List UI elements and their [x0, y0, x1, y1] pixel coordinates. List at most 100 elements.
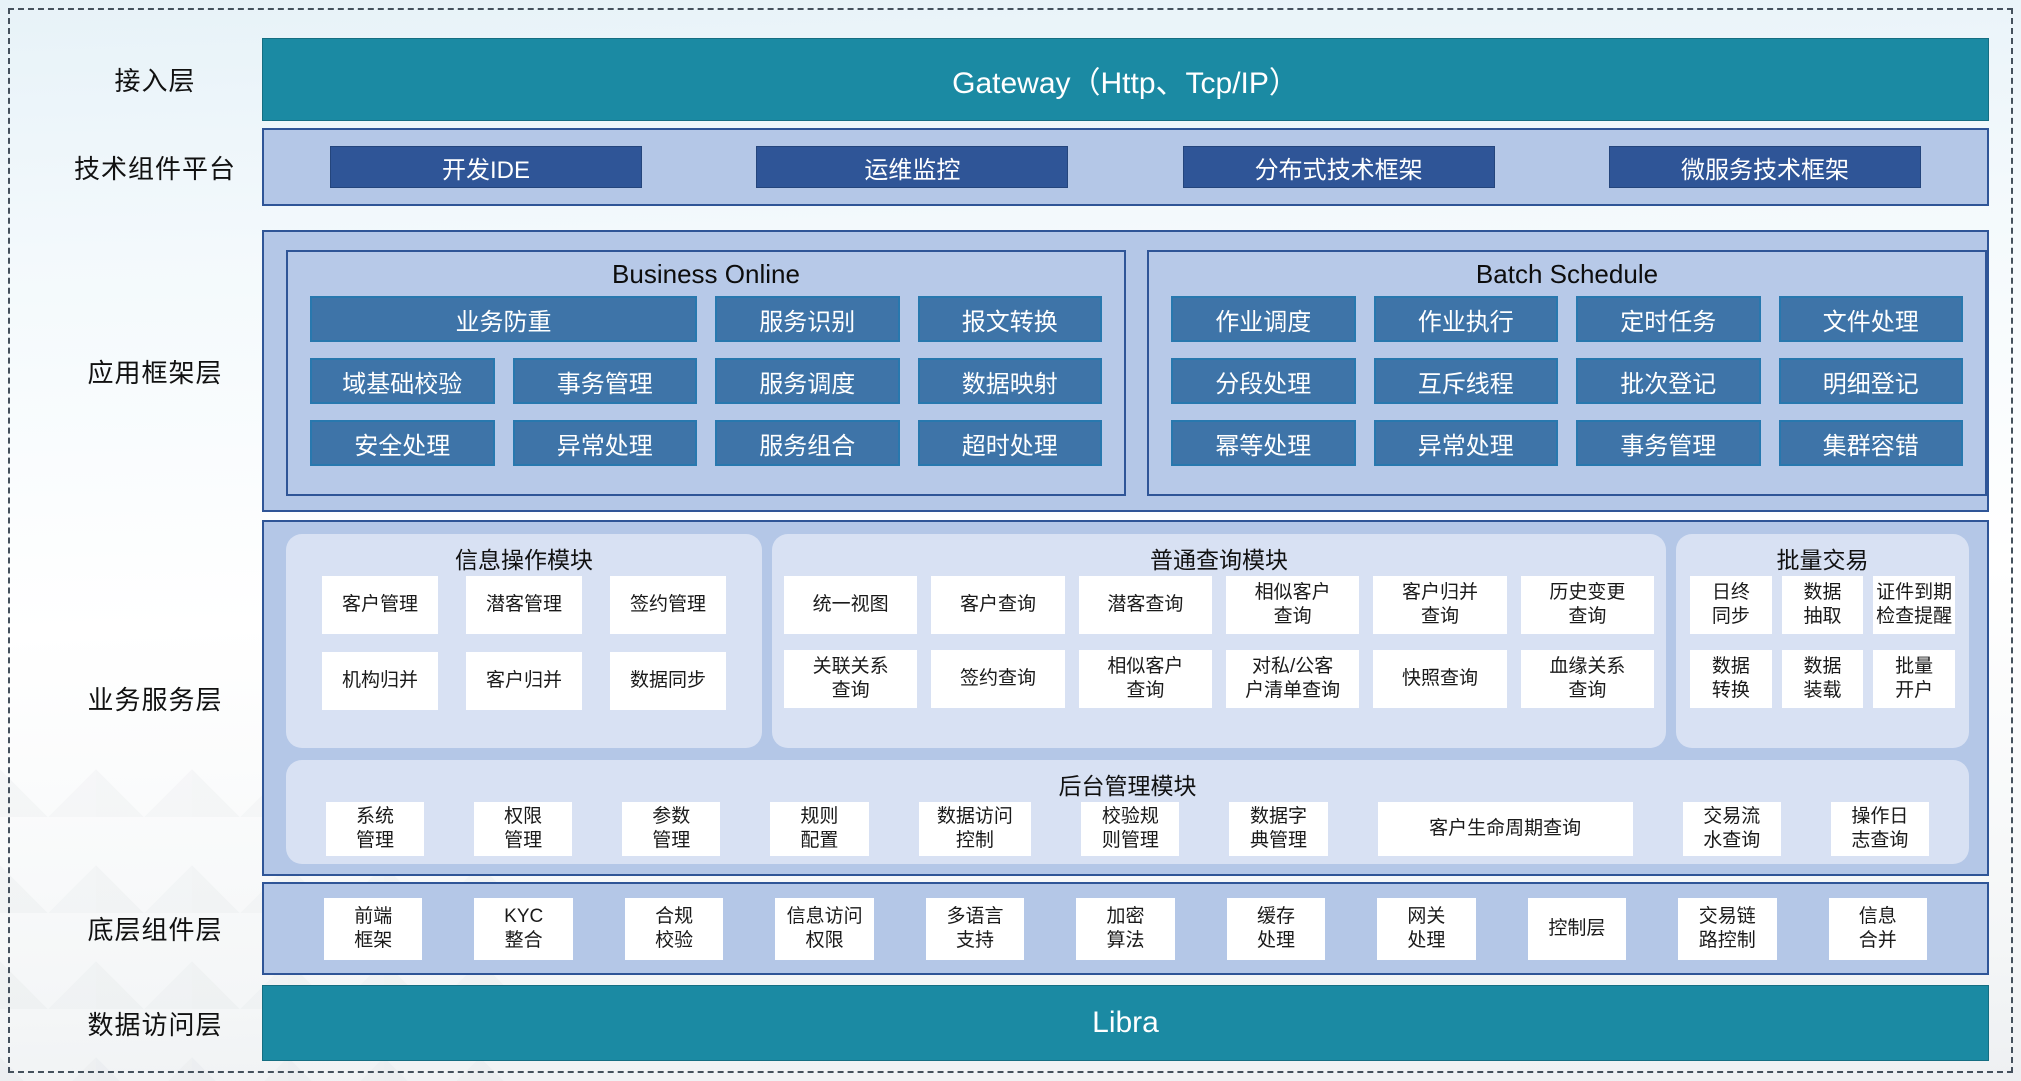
base-component-box: 控制层	[1527, 898, 1627, 960]
admin-module-box: 规则 配置	[770, 802, 869, 856]
admin-module-box: 校验规 则管理	[1081, 802, 1180, 856]
batch-schedule-box: 定时任务	[1576, 296, 1761, 342]
layer-label-app-framework: 应用框架层	[87, 357, 223, 388]
batch-trade-box: 数据 转换	[1690, 650, 1772, 708]
query-module-box: 关联关系 查询	[784, 650, 918, 708]
base-component-box: 合规 校验	[624, 898, 724, 960]
query-module-box: 客户查询	[931, 576, 1065, 634]
admin-module-title: 后台管理模块	[1058, 773, 1197, 799]
admin-module-box: 操作日 志查询	[1830, 802, 1929, 856]
query-module-box: 潜客查询	[1078, 576, 1212, 634]
batch-trade-box: 证件到期 检查提醒	[1873, 576, 1955, 634]
tech-platform-box: 运维监控	[756, 146, 1069, 188]
layer-label-data-access: 数据访问层	[87, 1009, 223, 1040]
business-online-box: 数据映射	[917, 358, 1102, 404]
query-module-box: 统一视图	[784, 576, 918, 634]
base-component-box: 交易链 路控制	[1678, 898, 1777, 960]
batch-schedule-box: 异常处理	[1373, 420, 1558, 466]
batch-trade-title: 批量交易	[1776, 547, 1869, 573]
business-online-box: 服务调度	[715, 358, 900, 404]
business-online-box: 服务识别	[715, 296, 900, 342]
admin-module-grid: 系统 管理权限 管理参数 管理规则 配置数据访问 控制校验规 则管理数据字 典管…	[286, 802, 1969, 856]
query-module-box: 签约查询	[931, 650, 1065, 708]
batch-schedule-box: 事务管理	[1576, 420, 1761, 466]
layer-label-access: 接入层	[114, 66, 196, 96]
layer-label-business-service: 业务服务层	[87, 684, 223, 715]
info-operation-grid: 客户管理潜客管理签约管理机构归并客户归并数据同步	[286, 576, 762, 710]
batch-schedule-box: 互斥线程	[1373, 358, 1558, 404]
batch-schedule-panel: Batch Schedule 作业调度作业执行定时任务文件处理分段处理互斥线程批…	[1147, 250, 1987, 496]
tech-platform-container: 开发IDE 运维监控 分布式技术框架 微服务技术框架	[262, 128, 1989, 206]
query-module-box: 快照查询	[1373, 650, 1507, 708]
batch-schedule-box: 分段处理	[1171, 358, 1356, 404]
query-module-box: 相似客户 查询	[1225, 576, 1360, 634]
business-online-box: 安全处理	[310, 420, 495, 466]
query-module-panel: 普通查询模块 统一视图客户查询潜客查询相似客户 查询客户归并 查询历史变更 查询…	[772, 534, 1666, 748]
info-operation-title: 信息操作模块	[455, 547, 593, 573]
layer-label-base-components: 底层组件层	[87, 915, 223, 945]
business-online-box: 异常处理	[512, 420, 697, 466]
business-online-box: 事务管理	[512, 358, 697, 404]
business-online-grid: 业务防重服务识别报文转换域基础校验事务管理服务调度数据映射安全处理异常处理服务组…	[288, 296, 1124, 466]
info-operation-box: 客户管理	[322, 576, 438, 634]
query-module-box: 历史变更 查询	[1520, 576, 1654, 634]
batch-schedule-box: 幂等处理	[1171, 420, 1356, 466]
info-operation-box: 签约管理	[610, 576, 726, 634]
admin-module-box: 客户生命周期查询	[1377, 802, 1633, 856]
admin-module-box: 系统 管理	[326, 802, 425, 856]
batch-schedule-box: 文件处理	[1778, 296, 1963, 342]
batch-schedule-grid: 作业调度作业执行定时任务文件处理分段处理互斥线程批次登记明细登记幂等处理异常处理…	[1149, 296, 1985, 466]
batch-trade-box: 批量 开户	[1873, 650, 1955, 708]
base-component-box: 缓存 处理	[1226, 898, 1326, 960]
batch-trade-panel: 批量交易 日终 同步数据 抽取证件到期 检查提醒数据 转换数据 装载批量 开户	[1676, 534, 1969, 748]
batch-schedule-box: 作业调度	[1171, 296, 1356, 342]
base-component-box: 信息访问 权限	[775, 898, 874, 960]
query-module-box: 血缘关系 查询	[1520, 650, 1654, 708]
batch-trade-box: 日终 同步	[1690, 576, 1772, 634]
base-component-box: 网关 处理	[1377, 898, 1476, 960]
gateway-bar-text: Gateway（Http、Tcp/IP）	[952, 66, 1299, 100]
admin-module-box: 权限 管理	[474, 802, 573, 856]
tech-platform-box: 分布式技术框架	[1182, 146, 1495, 188]
query-module-title: 普通查询模块	[1150, 547, 1288, 573]
tech-platform-box: 开发IDE	[330, 146, 642, 188]
query-module-grid: 统一视图客户查询潜客查询相似客户 查询客户归并 查询历史变更 查询关联关系 查询…	[772, 576, 1666, 708]
data-access-bar-text: Libra	[1092, 1006, 1159, 1039]
admin-module-box: 数据访问 控制	[918, 802, 1032, 856]
business-online-box: 超时处理	[917, 420, 1102, 466]
batch-schedule-box: 作业执行	[1373, 296, 1558, 342]
admin-module-box: 数据字 典管理	[1229, 802, 1328, 856]
business-online-box: 业务防重	[310, 296, 697, 342]
query-module-box: 客户归并 查询	[1373, 576, 1507, 634]
business-service-container: 信息操作模块 客户管理潜客管理签约管理机构归并客户归并数据同步 普通查询模块 统…	[262, 520, 1989, 876]
info-operation-box: 潜客管理	[466, 576, 582, 634]
base-component-box: 多语言 支持	[925, 898, 1025, 960]
layer-label-tech-platform: 技术组件平台	[73, 153, 236, 184]
business-online-box: 报文转换	[917, 296, 1102, 342]
base-component-box: 信息 合并	[1828, 898, 1927, 960]
admin-module-box: 参数 管理	[622, 802, 721, 856]
info-operation-box: 客户归并	[466, 652, 582, 710]
business-online-title: Business Online	[612, 258, 800, 289]
batch-trade-box: 数据 装载	[1781, 650, 1864, 708]
batch-schedule-title: Batch Schedule	[1475, 258, 1659, 289]
batch-trade-grid: 日终 同步数据 抽取证件到期 检查提醒数据 转换数据 装载批量 开户	[1676, 576, 1969, 708]
batch-schedule-box: 明细登记	[1778, 358, 1963, 404]
gateway-bar: Gateway（Http、Tcp/IP）	[262, 38, 1989, 121]
tech-platform-box: 微服务技术框架	[1608, 146, 1921, 188]
batch-schedule-box: 集群容错	[1778, 420, 1963, 466]
data-access-bar: Libra	[262, 985, 1989, 1061]
query-module-box: 对私/公客 户清单查询	[1225, 650, 1360, 708]
app-framework-container: Business Online 业务防重服务识别报文转换域基础校验事务管理服务调…	[262, 230, 1989, 512]
business-online-box: 服务组合	[715, 420, 900, 466]
info-operation-panel: 信息操作模块 客户管理潜客管理签约管理机构归并客户归并数据同步	[286, 534, 762, 748]
admin-module-box: 交易流 水查询	[1682, 802, 1781, 856]
info-operation-box: 机构归并	[322, 652, 438, 710]
admin-module-panel: 后台管理模块 系统 管理权限 管理参数 管理规则 配置数据访问 控制校验规 则管…	[286, 760, 1969, 864]
batch-trade-box: 数据 抽取	[1781, 576, 1864, 634]
query-module-box: 相似客户 查询	[1078, 650, 1212, 708]
business-online-box: 域基础校验	[310, 358, 495, 404]
